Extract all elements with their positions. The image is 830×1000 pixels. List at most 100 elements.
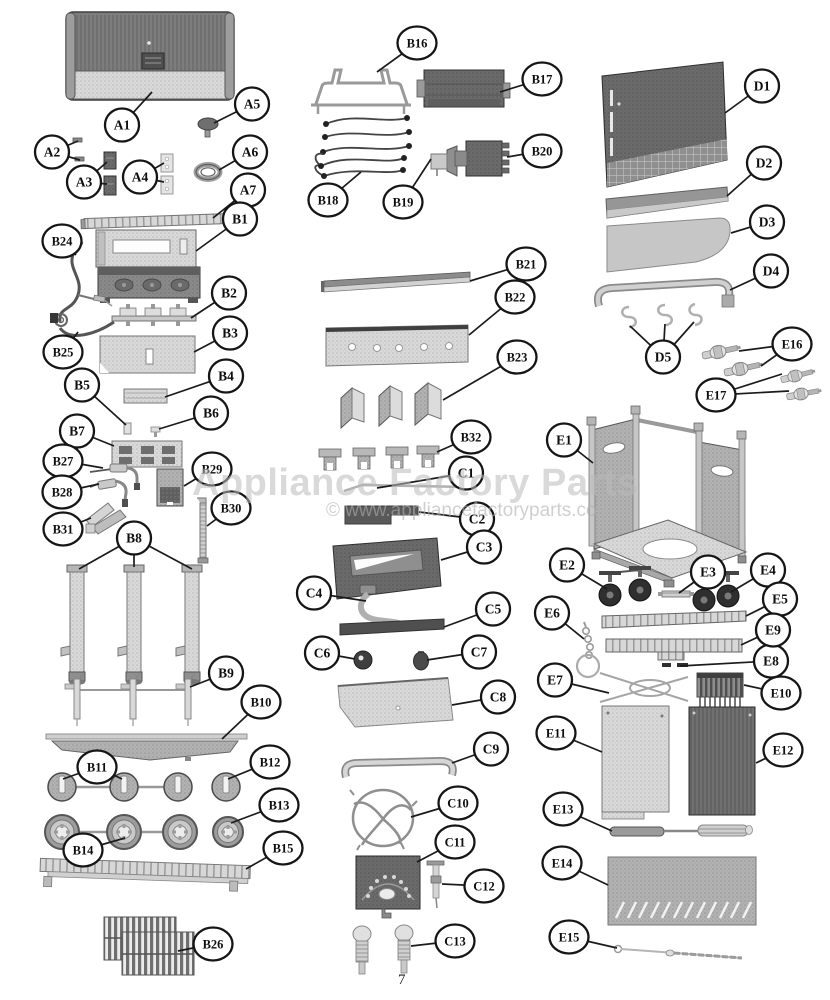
part-b23-angle-brackets [340, 381, 442, 430]
callout-label-a7: A7 [240, 183, 257, 198]
callout-label-e11: E11 [546, 727, 566, 741]
part-e5-shelf-bar [601, 610, 747, 629]
callout-bubble-c4 [295, 575, 333, 611]
callout-label-b5: B5 [74, 378, 90, 393]
part-a1-lid [65, 11, 235, 101]
callout-bubble-b29 [191, 451, 233, 487]
callout-label-b6: B6 [203, 406, 219, 421]
part-b7-burner-tray [111, 440, 183, 468]
part-b12-knob [211, 772, 241, 802]
callout-bubble-b1 [221, 201, 259, 237]
callout-label-a1: A1 [114, 118, 131, 133]
callout-bubble-e16 [771, 326, 813, 362]
callout-bubble-e13 [542, 791, 584, 827]
callout-label-a2: A2 [44, 145, 61, 160]
callout-bubble-e15 [548, 919, 590, 955]
callout-bubble-c3 [465, 529, 503, 565]
part-c9-handle [341, 756, 457, 779]
callout-label-e9: E9 [765, 623, 781, 638]
callout-bubble-b15 [262, 830, 304, 866]
part-b10-bottom-tray [45, 733, 248, 761]
part-b20-spark-module [454, 140, 510, 177]
callout-label-e17: E17 [706, 389, 727, 403]
part-d5-s-hooks [621, 302, 703, 329]
part-c12-igniter [426, 860, 445, 909]
part-b27-electrode [89, 463, 140, 490]
part-e14-vent-panel [607, 856, 757, 926]
callout-bubble-a4 [121, 159, 159, 195]
callout-label-d5: D5 [655, 350, 672, 365]
page-number: 7 [398, 972, 406, 988]
callout-label-d3: D3 [759, 215, 776, 230]
callout-bubble-e12 [762, 732, 804, 768]
part-b21-support-bar [321, 271, 471, 293]
part-b29-box [156, 468, 184, 507]
callout-bubble-e10 [760, 675, 802, 711]
callout-bubble-b17 [521, 61, 563, 97]
callout-bubble-e14 [541, 845, 583, 881]
callout-bubble-b2 [210, 275, 248, 311]
part-b9-leg-extensions [64, 673, 195, 726]
part-b32-clips [318, 445, 440, 471]
callout-bubble-b4 [207, 358, 245, 394]
callout-bubble-b3 [211, 315, 249, 351]
part-c5-bar [339, 618, 445, 636]
callout-bubble-b20 [521, 133, 563, 169]
callout-bubble-c7 [460, 634, 498, 670]
callout-label-a4: A4 [132, 170, 149, 185]
part-a3-brackets [103, 151, 117, 196]
part-b5-clip [123, 422, 132, 435]
callout-bubble-e9 [754, 612, 792, 648]
callout-label-b4: B4 [218, 369, 234, 384]
callout-bubble-d1 [743, 68, 781, 104]
callout-label-e15: E15 [559, 931, 580, 945]
callout-label-c5: C5 [485, 602, 502, 617]
callout-bubble-e6 [533, 595, 571, 631]
part-a4-plates [160, 153, 174, 195]
callout-label-e10: E10 [771, 687, 792, 701]
callout-label-e12: E12 [773, 744, 794, 758]
part-e3-axle [658, 590, 694, 598]
part-b18-wire-set [314, 115, 412, 179]
part-c7-cap [413, 651, 429, 671]
callout-bubble-c9 [472, 731, 510, 767]
callout-label-b1: B1 [232, 212, 248, 227]
callout-label-b32: B32 [461, 431, 482, 445]
callout-bubble-b26 [192, 926, 234, 962]
callout-bubble-b12 [249, 744, 291, 780]
callout-label-e5: E5 [772, 592, 788, 607]
callout-label-d2: D2 [756, 156, 773, 171]
callout-label-e1: E1 [556, 433, 572, 448]
callout-label-b18: B18 [318, 194, 339, 208]
callout-label-e8: E8 [763, 654, 779, 669]
callout-label-b7: B7 [69, 424, 85, 439]
callout-bubble-b11 [76, 749, 118, 785]
callout-label-b10: B10 [251, 696, 272, 710]
part-c3-door [332, 537, 442, 600]
callout-bubble-b8 [115, 520, 153, 556]
callout-label-c1: C1 [458, 466, 475, 481]
callout-label-c8: C8 [490, 690, 507, 705]
callout-bubble-d5 [644, 339, 682, 375]
callout-bubble-a1 [103, 107, 141, 143]
callout-label-b26: B26 [203, 938, 224, 952]
callout-label-b14: B14 [73, 844, 95, 858]
part-e17-valves [780, 369, 822, 401]
part-e8-spacers [662, 663, 688, 667]
callout-bubble-b6 [192, 395, 230, 431]
callout-bubble-b18 [307, 182, 349, 218]
callout-label-c2: C2 [469, 512, 486, 527]
callout-label-b23: B23 [507, 351, 528, 365]
callout-label-e14: E14 [552, 857, 574, 871]
callout-label-b3: B3 [222, 326, 238, 341]
callout-label-e13: E13 [553, 803, 574, 817]
callout-bubble-b24 [41, 223, 83, 259]
callout-label-e4: E4 [760, 563, 776, 578]
part-b30-rod [197, 497, 209, 564]
callout-bubble-b9 [207, 655, 245, 691]
callout-bubble-b13 [258, 787, 300, 823]
part-e12-right-door [688, 706, 756, 816]
